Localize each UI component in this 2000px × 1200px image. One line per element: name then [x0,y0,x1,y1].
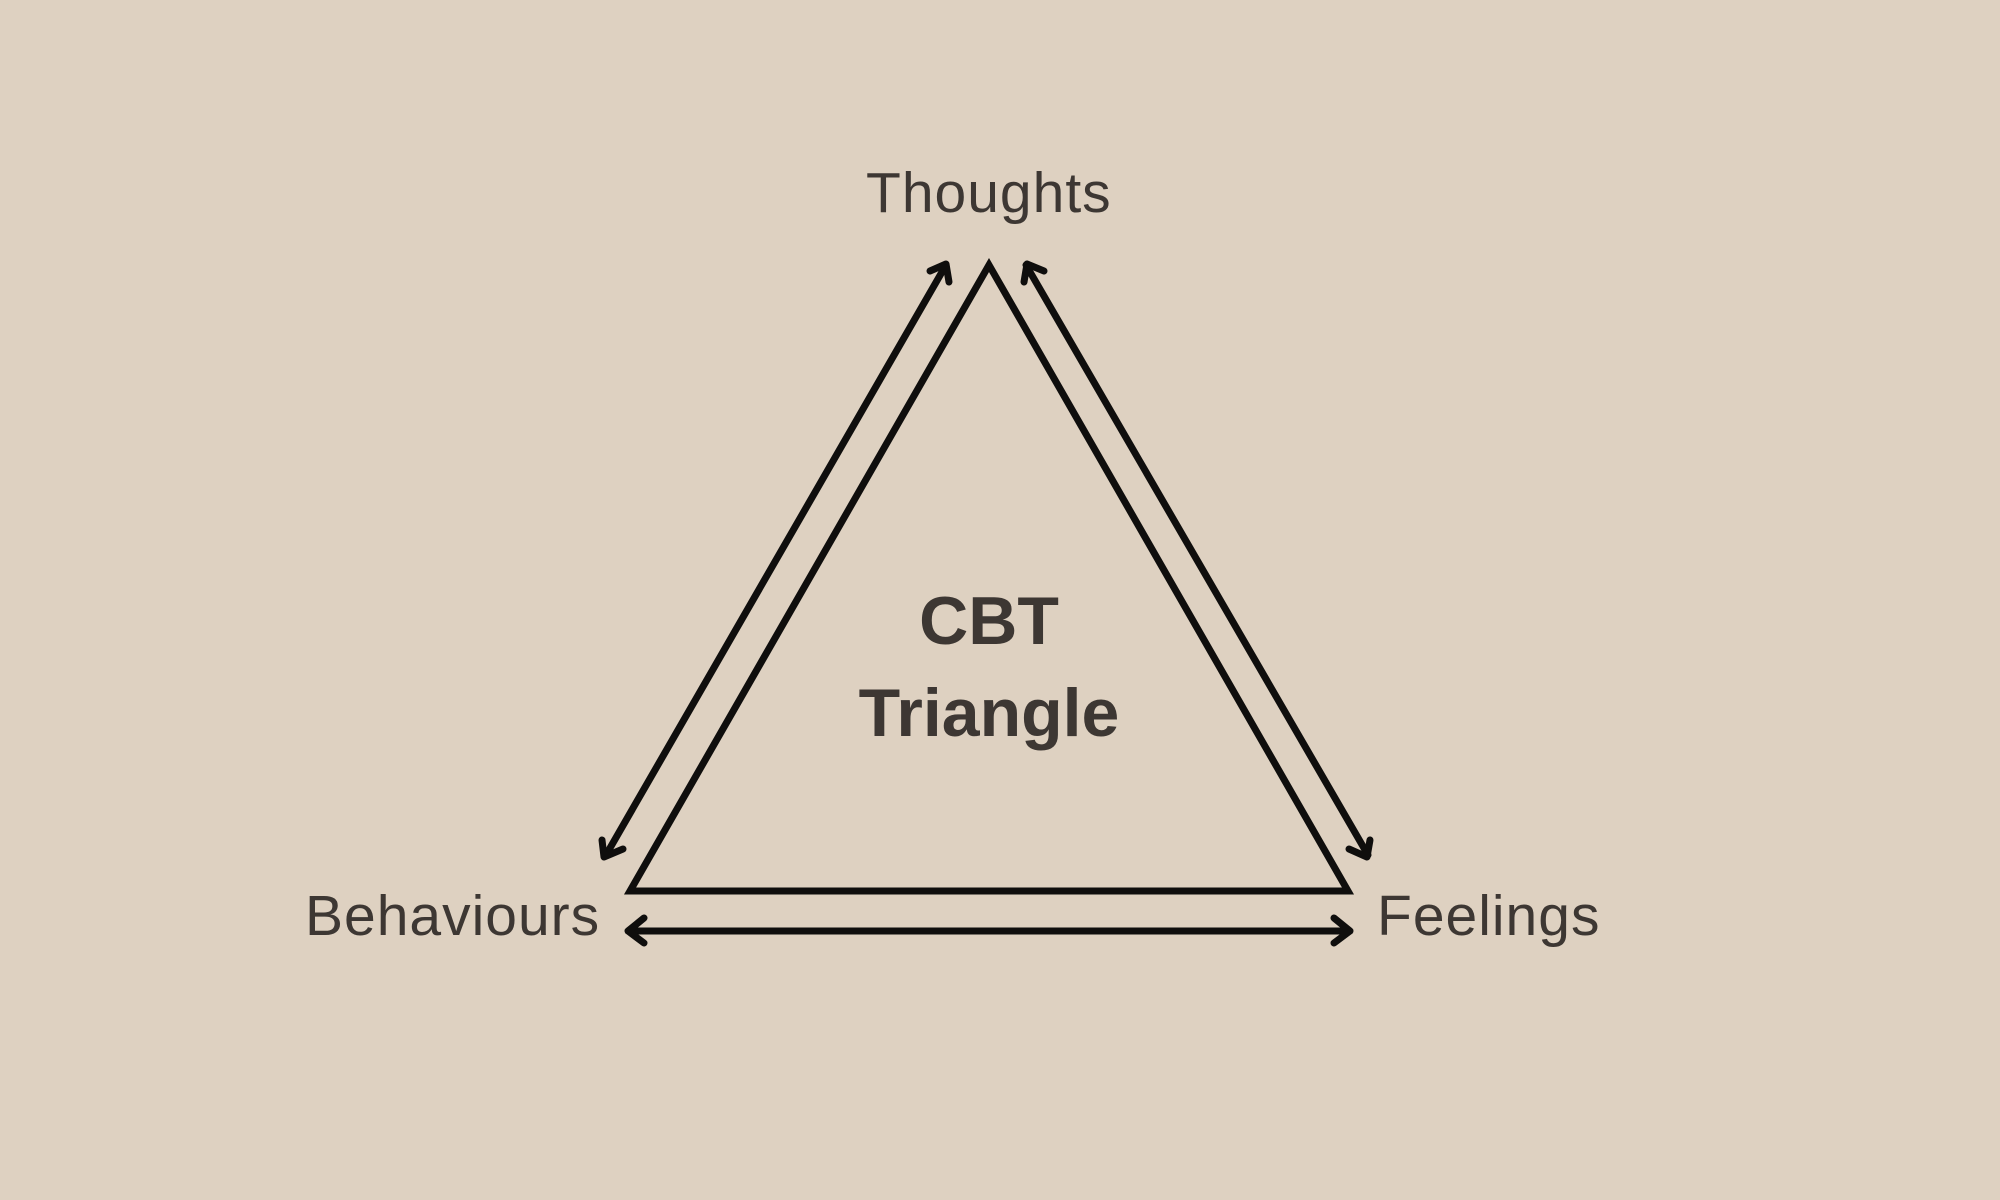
arrow-thoughts-feelings [1020,260,1374,861]
arrow-behaviours-feelings [624,914,1354,947]
diagram-title-line1: CBT [919,583,1059,659]
node-label-thoughts: Thoughts [866,161,1112,225]
arrowhead-behaviours-top [598,836,627,861]
arrowhead-thoughts-right [1020,260,1048,286]
arrowhead-feelings-bottom [1330,914,1354,947]
node-label-feelings: Feelings [1377,884,1601,948]
node-label-behaviours: Behaviours [305,884,601,948]
central-triangle [623,257,1355,895]
arrowhead-behaviours-bottom [624,914,648,947]
arrowhead-feelings-top [1345,836,1374,861]
diagram-title: CBT Triangle [789,575,1189,759]
arrowhead-thoughts-left [926,260,953,286]
diagram-title-line2: Triangle [858,675,1120,751]
arrow-thoughts-behaviours [598,260,953,861]
